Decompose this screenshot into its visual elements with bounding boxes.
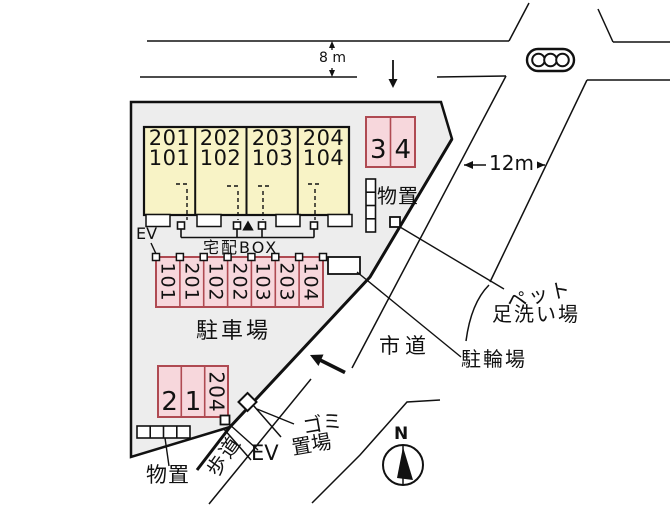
bicycle-parking-label: 駐輪場: [461, 347, 527, 371]
ev-access-label: EV: [251, 441, 279, 465]
parking-row-outline: [155, 256, 324, 308]
storage-south-strip: [136, 425, 191, 439]
entrance-down-arrow: [388, 60, 398, 88]
bicycle-parking-leader: [356, 271, 462, 358]
stall-3: 3: [369, 135, 387, 165]
entrance-arrow: [310, 354, 346, 375]
road-lines: [140, 2, 670, 504]
storage-south-label: 物置: [146, 463, 190, 487]
garbage-leader: [256, 408, 295, 425]
unit-2-upper: 202: [199, 126, 242, 150]
unit-3-lower: 103: [251, 145, 294, 170]
building-outline: [142, 125, 353, 228]
pet-wash-label-line2: 足洗い場: [492, 302, 580, 326]
elevator-label: EV: [136, 224, 158, 243]
south-stalls-outline: [157, 365, 229, 418]
ev-access-marker: [219, 414, 231, 426]
dimension-8m: [329, 41, 335, 77]
sidewalk-lines: [208, 378, 312, 505]
compass-north-label: N: [394, 424, 409, 444]
bicycle-parking-structure: [327, 256, 361, 275]
unit-1-lower: 101: [148, 145, 191, 170]
pet-wash-marker: [389, 216, 401, 228]
stall-201: 201: [181, 262, 204, 302]
ev-access-leader: [228, 423, 259, 451]
unit-1-upper: 201: [148, 126, 191, 150]
stall-2: 2: [161, 387, 178, 417]
building-unit-1: 201 101: [144, 126, 195, 170]
stall-204: 204: [204, 370, 229, 413]
stall-1: 1: [184, 387, 202, 417]
stall-103: 103: [252, 262, 275, 302]
unit-4-upper: 204: [302, 126, 345, 150]
building-unit-3: 203 103: [247, 126, 298, 170]
city-road-label: 市道: [379, 334, 431, 358]
unit-4-lower: 104: [302, 145, 345, 170]
stall-post-markers: [151, 252, 328, 262]
delivery-box-marker: [242, 220, 254, 231]
stall-202: 202: [229, 262, 252, 302]
parking-area-label: 駐車場: [196, 319, 272, 344]
unit-entry-dashed-lines: [176, 183, 319, 220]
delivery-box-label: 宅配BOX: [203, 238, 279, 257]
unit-2-lower: 102: [199, 145, 242, 170]
north-stalls-outline: [365, 116, 416, 168]
dimension-12m-label: 12m: [486, 153, 537, 173]
dimension-8m-label: 8 m: [319, 50, 346, 66]
storage-north-strip: [365, 178, 377, 233]
stall-102: 102: [205, 262, 228, 302]
stall-104: 104: [300, 262, 323, 302]
garbage-area-marker: [237, 391, 258, 413]
stall-4: 4: [394, 135, 412, 165]
building-unit-2: 202 102: [195, 126, 246, 170]
traffic-light-icon: [525, 47, 576, 73]
storage-south-leader: [164, 437, 170, 467]
storage-north-label: 物置: [377, 184, 419, 208]
delivery-box-bracket: [180, 229, 315, 239]
garbage-label-line2: 置場: [289, 429, 334, 460]
unit-3-upper: 203: [251, 126, 294, 150]
building-unit-4: 204 104: [298, 126, 349, 170]
stall-203: 203: [276, 262, 299, 302]
pet-wash-leader: [399, 226, 505, 290]
stall-101: 101: [157, 262, 180, 302]
compass-icon: [382, 444, 424, 486]
